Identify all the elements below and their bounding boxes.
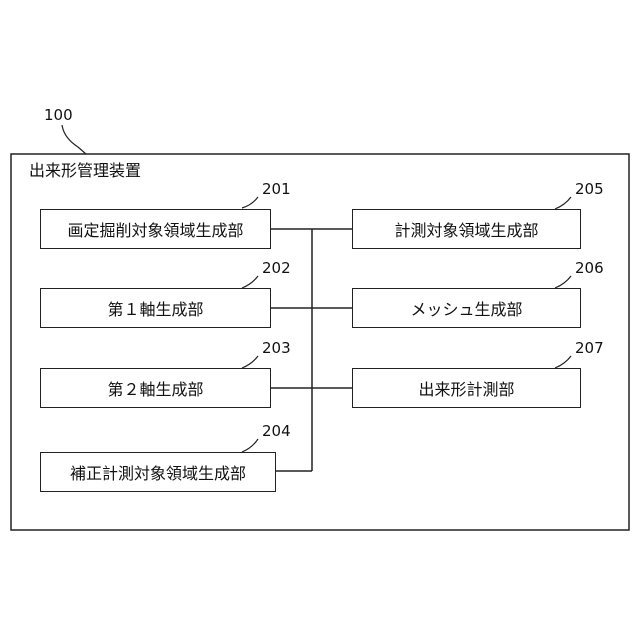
- ref-204: 204: [262, 424, 291, 439]
- leader-202: [242, 276, 258, 288]
- ref-203: 203: [262, 341, 291, 356]
- leader-203: [242, 356, 258, 368]
- ref-206: 206: [575, 261, 604, 276]
- ref-205: 205: [575, 182, 604, 197]
- component-box-201: 画定掘削対象領域生成部: [40, 209, 271, 249]
- component-box-206: メッシュ生成部: [352, 288, 581, 328]
- leader-100: [62, 125, 86, 154]
- leader-201: [242, 197, 258, 208]
- component-box-207: 出来形計測部: [352, 368, 581, 408]
- component-box-202: 第１軸生成部: [40, 288, 271, 328]
- ref-201: 201: [262, 182, 291, 197]
- component-box-204: 補正計測対象領域生成部: [40, 452, 276, 492]
- device-title: 出来形管理装置: [29, 163, 141, 179]
- ref-207: 207: [575, 341, 604, 356]
- leader-206: [555, 276, 571, 288]
- component-box-203: 第２軸生成部: [40, 368, 271, 408]
- component-box-205: 計測対象領域生成部: [352, 209, 581, 249]
- ref-202: 202: [262, 261, 291, 276]
- leader-205: [555, 197, 571, 209]
- leader-207: [555, 356, 571, 368]
- device-ref: 100: [44, 108, 73, 123]
- leader-204: [242, 439, 258, 452]
